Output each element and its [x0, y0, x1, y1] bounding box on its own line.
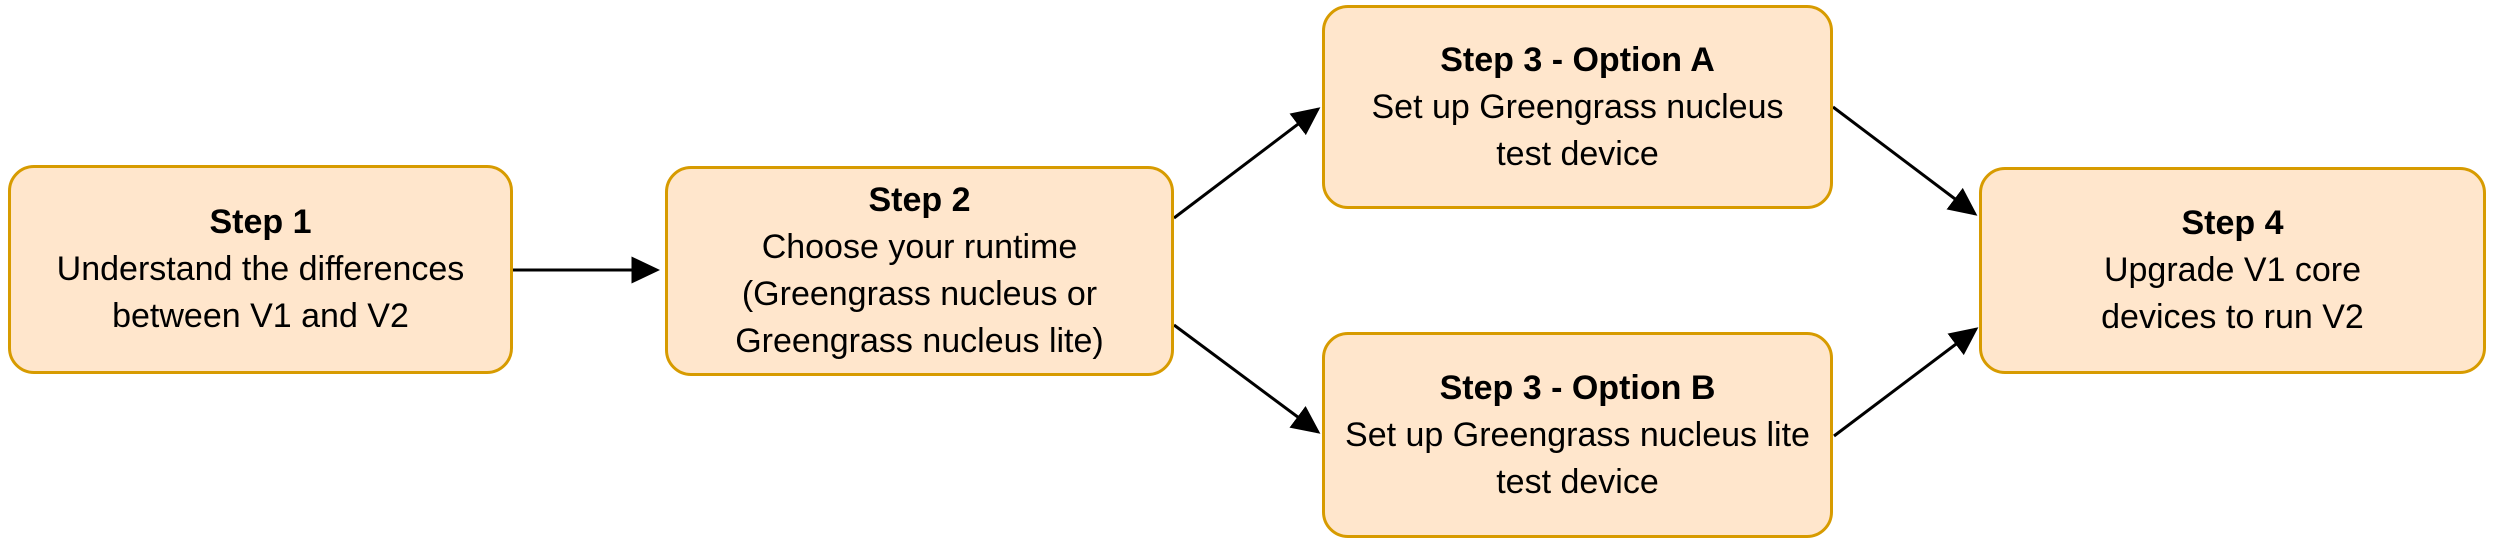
node-step4-text: devices to run V2	[2101, 298, 2364, 336]
arrow-step2-to-step3b	[1173, 323, 1321, 434]
node-step2: Step 2 Choose your runtime (Greengrass n…	[665, 166, 1174, 376]
node-step4: Step 4 Upgrade V1 core devices to run V2	[1979, 167, 2486, 374]
node-step2-text: (Greengrass nucleus or	[741, 275, 1098, 313]
node-step3a-text: Set up Greengrass nucleus	[1371, 87, 1784, 126]
node-step3a-text: test device	[1496, 134, 1659, 173]
node-step4-text: Upgrade V1 core	[2103, 251, 2362, 289]
node-step3b-text: test device	[1496, 462, 1659, 501]
node-step2-text: Greengrass nucleus lite)	[735, 322, 1104, 360]
arrow-step2-to-step3a	[1173, 107, 1321, 220]
node-step3b: Step 3 - Option B Set up Greengrass nucl…	[1322, 332, 1833, 538]
node-step1-title: Step 1	[209, 203, 312, 241]
node-step3b-text: Set up Greengrass nucleus lite	[1345, 415, 1810, 454]
node-step2-title: Step 2	[868, 181, 971, 219]
arrow-step3b-to-step4	[1833, 327, 1979, 438]
node-step3a-title: Step 3 - Option A	[1440, 40, 1715, 79]
node-step1: Step 1 Understand the differences betwee…	[8, 165, 513, 374]
node-step1-text: Understand the differences	[56, 250, 465, 288]
node-step4-title: Step 4	[2181, 204, 2284, 242]
node-step2-text: Choose your runtime	[761, 228, 1078, 266]
node-step3a: Step 3 - Option A Set up Greengrass nucl…	[1322, 5, 1833, 209]
arrow-step3a-to-step4	[1832, 105, 1978, 216]
node-step3b-title: Step 3 - Option B	[1439, 368, 1716, 407]
node-step1-text: between V1 and V2	[112, 297, 409, 335]
